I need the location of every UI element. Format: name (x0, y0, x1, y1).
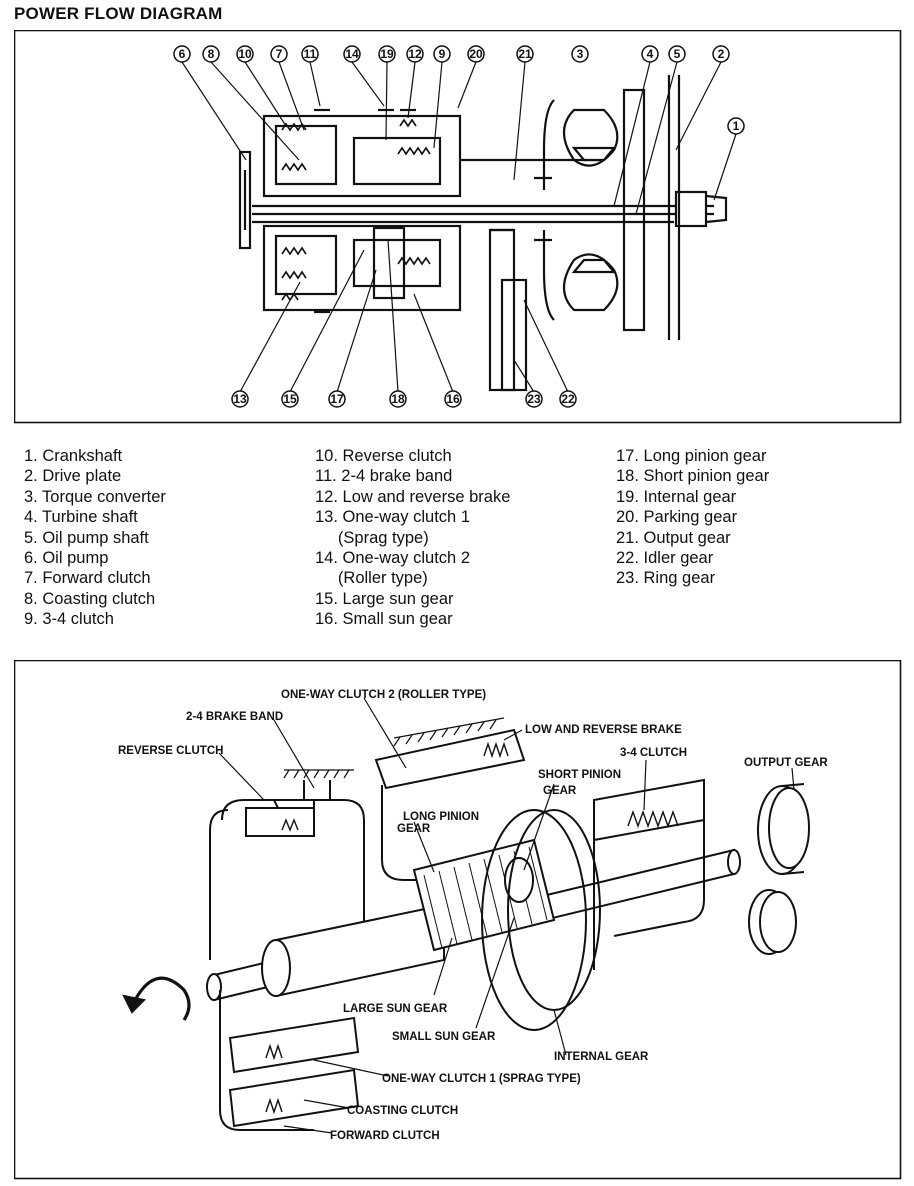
label-long-pinion-2: GEAR (397, 823, 431, 835)
legend-item: 11. 2-4 brake band (315, 467, 453, 486)
cutaway-frame (14, 660, 902, 1180)
legend-item: 5. Oil pump shaft (24, 528, 149, 547)
callout-19: 19 (380, 47, 394, 61)
legend-column-3: 17. Long pinion gear 18. Short pinion ge… (616, 446, 769, 589)
callout-4: 4 (647, 47, 654, 61)
legend-item: 20. Parking gear (616, 508, 738, 527)
label-small-sun-gear: SMALL SUN GEAR (392, 1031, 496, 1043)
legend-item: 3. Torque converter (24, 487, 166, 506)
legend-item: 23. Ring gear (616, 569, 716, 588)
callout-5: 5 (674, 47, 681, 61)
label-output-gear: OUTPUT GEAR (744, 757, 828, 769)
legend-item: 16. Small sun gear (315, 610, 453, 629)
schematic-frame (14, 30, 902, 424)
label-short-pinion-1: SHORT PINION (538, 769, 621, 781)
callout-23: 23 (527, 392, 541, 406)
legend-item: 21. Output gear (616, 528, 731, 547)
callout-circles (173, 45, 745, 408)
legend-item: (Roller type) (315, 569, 428, 588)
legend-item: 10. Reverse clutch (315, 447, 452, 465)
callout-21: 21 (518, 47, 532, 61)
legend-item: 8. Coasting clutch (24, 589, 156, 608)
callout-3: 3 (577, 47, 584, 61)
leader-lines (181, 61, 737, 393)
label-one-way-clutch-2: ONE-WAY CLUTCH 2 (ROLLER TYPE) (281, 689, 486, 701)
callout-6: 6 (179, 47, 186, 61)
legend-item: 22. Idler gear (616, 549, 714, 568)
legend-item: 17. Long pinion gear (616, 447, 767, 465)
legend-column-1: 1. Crankshaft 2. Drive plate 3. Torque c… (24, 446, 166, 630)
label-short-pinion-2: GEAR (543, 785, 577, 797)
label-brake-band: 2-4 BRAKE BAND (186, 711, 283, 723)
callout-7: 7 (276, 47, 283, 61)
callout-9: 9 (439, 47, 446, 61)
legend-item: 19. Internal gear (616, 487, 737, 506)
label-coasting-clutch: COASTING CLUTCH (347, 1105, 458, 1117)
callout-22: 22 (561, 392, 575, 406)
label-3-4-clutch: 3-4 CLUTCH (620, 747, 687, 759)
callout-1: 1 (733, 119, 740, 133)
callout-17: 17 (330, 392, 344, 406)
callout-2: 2 (718, 47, 725, 61)
clutch-packs (281, 118, 431, 302)
cutaway-leader-lines (218, 697, 795, 1134)
label-large-sun-gear: LARGE SUN GEAR (343, 1003, 448, 1015)
cutaway-drawing (122, 717, 810, 1131)
callout-11: 11 (304, 47, 317, 61)
legend-item: 13. One-way clutch 1 (315, 508, 470, 527)
callout-20: 20 (469, 47, 483, 61)
callout-8: 8 (208, 47, 215, 61)
schematic-lines (238, 75, 728, 392)
cutaway-illustration: ONE-WAY CLUTCH 2 (ROLLER TYPE) 2-4 BRAKE… (14, 660, 902, 1180)
legend-item: 9. 3-4 clutch (24, 610, 114, 629)
label-long-pinion-1: LONG PINION (403, 811, 479, 823)
legend-item: 7. Forward clutch (24, 569, 151, 588)
callout-14: 14 (345, 47, 359, 61)
label-low-reverse-brake: LOW AND REVERSE BRAKE (525, 724, 682, 736)
callout-15: 15 (283, 392, 297, 406)
label-internal-gear: INTERNAL GEAR (554, 1051, 649, 1063)
callout-18: 18 (391, 392, 405, 406)
label-one-way-clutch-1: ONE-WAY CLUTCH 1 (SPRAG TYPE) (382, 1073, 581, 1085)
callout-16: 16 (446, 392, 460, 406)
legend-item: 2. Drive plate (24, 467, 122, 486)
legend-item: 14. One-way clutch 2 (315, 549, 470, 568)
callout-10: 10 (238, 47, 252, 61)
power-flow-schematic: 6 8 10 7 11 14 19 12 9 20 21 3 4 5 2 1 1… (14, 30, 902, 424)
page-title: POWER FLOW DIAGRAM (14, 4, 223, 23)
legend-item: (Sprag type) (315, 528, 429, 547)
legend-item: 18. Short pinion gear (616, 467, 770, 486)
legend-item: 6. Oil pump (24, 549, 109, 568)
label-reverse-clutch: REVERSE CLUTCH (118, 745, 223, 757)
label-forward-clutch: FORWARD CLUTCH (330, 1130, 440, 1142)
callout-12: 12 (408, 47, 422, 61)
legend-item: 1. Crankshaft (24, 447, 123, 465)
callout-13: 13 (233, 392, 247, 406)
legend-item: 15. Large sun gear (315, 589, 454, 608)
legend-item: 12. Low and reverse brake (315, 487, 511, 506)
legend-column-2: 10. Reverse clutch 11. 2-4 brake band 12… (315, 446, 510, 630)
legend-item: 4. Turbine shaft (24, 508, 138, 527)
